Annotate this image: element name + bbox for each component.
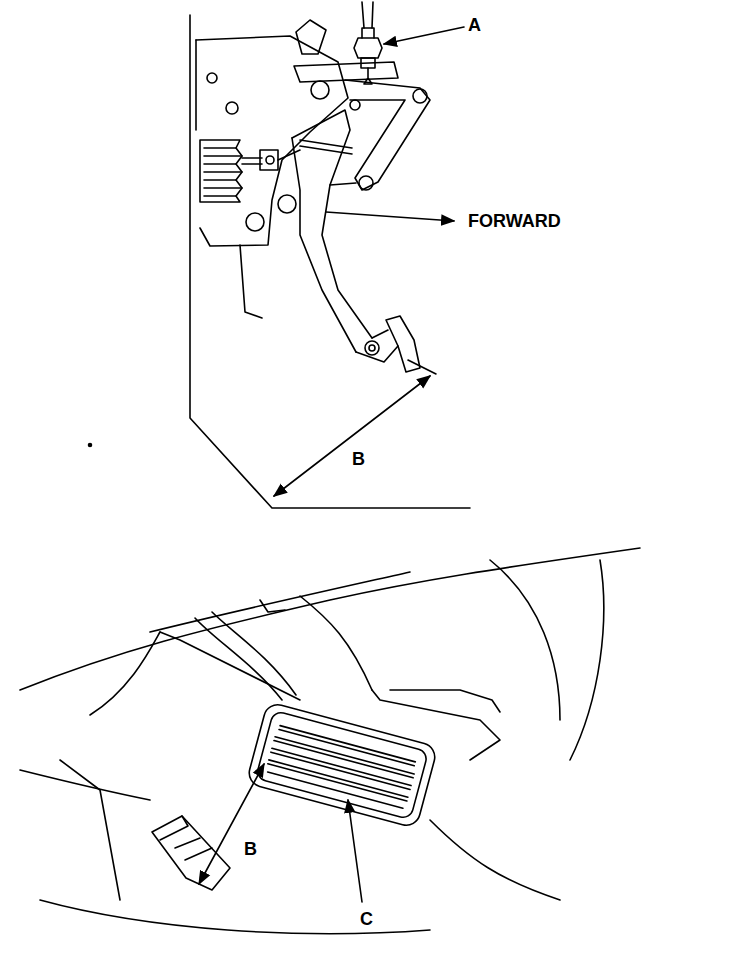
direction-label: FORWARD	[468, 212, 561, 230]
dimension-letter: B	[244, 840, 257, 858]
callout-letter: C	[360, 910, 373, 928]
dimension-letter: B	[352, 450, 365, 468]
callout-letter: A	[468, 16, 481, 34]
